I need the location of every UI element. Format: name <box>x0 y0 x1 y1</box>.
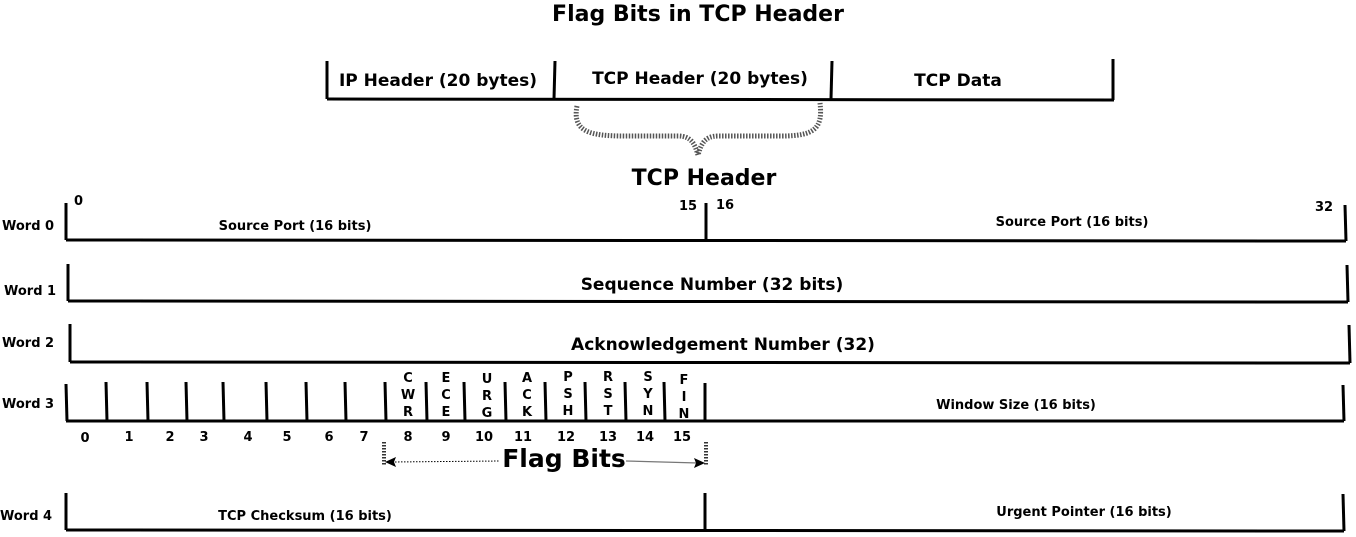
word-label-3: Word 3 <box>2 397 54 412</box>
bit-number: 11 <box>514 430 532 445</box>
diagram-title: Flag Bits in TCP Header <box>552 2 844 27</box>
word2-right-edge <box>1347 324 1352 364</box>
word4-right-edge <box>1341 493 1346 532</box>
bit-number: 2 <box>165 430 174 445</box>
bit-tick <box>424 381 429 422</box>
word3-bit-ticks <box>64 381 667 422</box>
bit-tick <box>184 381 189 422</box>
tcp-header-title: TCP Header <box>632 166 777 191</box>
bit-label-15: 15 <box>679 199 697 214</box>
bit-tick <box>64 383 69 422</box>
flag-range-arrow-left <box>391 460 501 463</box>
packet-layout <box>325 59 1115 102</box>
word-label-1: Word 1 <box>4 284 56 299</box>
bit-number: 9 <box>441 430 450 445</box>
bit-number: 1 <box>124 430 133 445</box>
bit-number: 15 <box>673 430 691 445</box>
word0-right-edge <box>1343 204 1348 242</box>
bit-label-start: 0 <box>74 194 83 209</box>
bit-tick <box>145 381 150 422</box>
word3-right-edge <box>1341 384 1346 422</box>
bit-number: 5 <box>282 430 291 445</box>
bit-tick <box>343 381 348 422</box>
bit-number: 6 <box>324 430 333 445</box>
packet-divider <box>552 60 557 100</box>
bit-number: 14 <box>636 430 654 445</box>
bit-tick <box>543 381 548 422</box>
bit-number: 0 <box>80 431 89 446</box>
field-urgent-pointer: Urgent Pointer (16 bits) <box>996 505 1171 520</box>
packet-segment-tcp-data: TCP Data <box>914 71 1002 91</box>
field-source-port-left: Source Port (16 bits) <box>219 219 372 234</box>
packet-segment-tcp-header: TCP Header (20 bytes) <box>592 69 808 89</box>
packet-baseline <box>326 97 1115 102</box>
packet-segment-ip-header: IP Header (20 bytes) <box>339 71 537 91</box>
bit-number: 4 <box>243 430 252 445</box>
word-label-0: Word 0 <box>2 219 54 234</box>
bit-tick <box>583 381 588 422</box>
field-tcp-checksum: TCP Checksum (16 bits) <box>218 509 392 524</box>
word1-baseline <box>67 299 1349 304</box>
word1-right-edge <box>1345 264 1350 303</box>
bit-number: 12 <box>557 430 575 445</box>
bit-number: 7 <box>359 430 368 445</box>
word2-baseline <box>69 360 1351 365</box>
packet-divider <box>829 60 834 100</box>
flag-bits-label: Flag Bits <box>502 444 626 473</box>
bit-number: 8 <box>403 430 412 445</box>
bit-number: 13 <box>599 430 617 445</box>
bit-number: 10 <box>475 430 493 445</box>
field-window-size: Window Size (16 bits) <box>936 398 1096 413</box>
bit-tick <box>462 381 467 422</box>
bit-tick <box>623 381 628 422</box>
word-label-2: Word 2 <box>2 336 54 351</box>
bit-number: 3 <box>199 430 208 445</box>
bit-tick <box>104 381 109 422</box>
bit-tick <box>383 381 388 422</box>
field-acknowledgement-number: Acknowledgement Number (32) <box>571 335 875 355</box>
bit-tick <box>662 381 667 422</box>
flag-bits-range: Flag Bits <box>382 442 708 473</box>
bit-tick <box>503 381 508 422</box>
flag-range-arrow-right <box>625 460 699 464</box>
bit-tick <box>304 381 309 422</box>
curly-brace <box>573 102 824 164</box>
field-sequence-number: Sequence Number (32 bits) <box>581 275 844 295</box>
bit-label-16: 16 <box>716 198 734 213</box>
bit-label-32: 32 <box>1315 200 1333 215</box>
arrowhead-right-icon <box>694 458 705 468</box>
arrowhead-left-icon <box>385 457 396 467</box>
field-source-port-right: Source Port (16 bits) <box>996 215 1149 230</box>
bit-tick <box>221 381 226 422</box>
word-label-4: Word 4 <box>0 509 52 524</box>
bit-tick <box>264 381 269 422</box>
